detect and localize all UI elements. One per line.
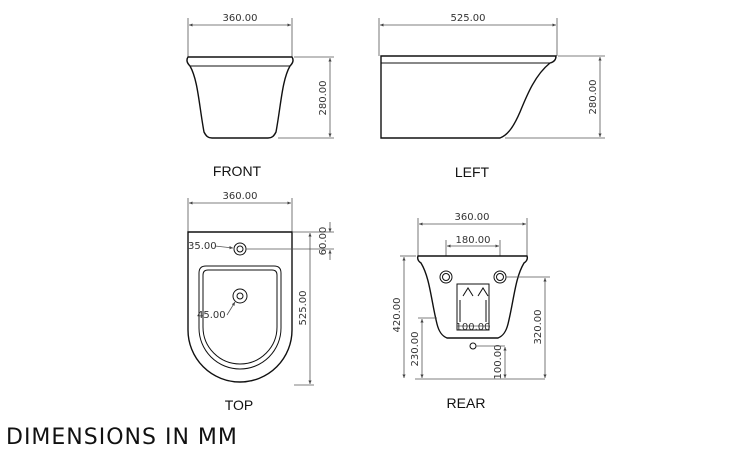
tap-hole-dimension: 35.00 [188, 241, 217, 252]
drain-hole [232, 288, 248, 304]
top-bowl-outline [198, 265, 282, 370]
units-note: DIMENSIONS IN MM [6, 425, 238, 450]
left-bidet-outline [380, 55, 557, 139]
waste-outlet [456, 283, 490, 331]
rear-bidet-outline [416, 255, 529, 339]
left-height-dimension: 280.00 [588, 80, 599, 115]
left-view-label: LEFT [455, 164, 490, 180]
top-width-dimension: 360.00 [223, 191, 258, 202]
left-view: 525.00 280.00 LEFT [378, 13, 605, 180]
front-view: 360.00 280.00 FRONT [186, 13, 334, 179]
drain-hole-dimension: 45.00 [197, 310, 226, 321]
rear-view-label: REAR [447, 395, 486, 411]
waste-width-dimension: 100.00 [456, 322, 491, 333]
bolt-spacing-dimension: 180.00 [456, 235, 491, 246]
top-view: 360.00 35.00 45.00 60.00 525.00 TOP [187, 191, 334, 413]
top-length-dimension: 525.00 [298, 291, 309, 326]
water-inlet [469, 342, 477, 350]
front-view-label: FRONT [213, 163, 262, 179]
rear-width-dimension: 360.00 [455, 212, 490, 223]
front-width-dimension: 360.00 [223, 13, 258, 24]
hole-offset-dimension: 60.00 [318, 227, 329, 256]
left-width-dimension: 525.00 [451, 13, 486, 24]
front-bidet-outline [186, 56, 294, 139]
rear-total-height-dimension: 420.00 [392, 298, 403, 333]
rear-view: 360.00 180.00 100.00 420.00 230.00 [392, 212, 550, 411]
pipe-height-dimension: 100.00 [493, 345, 504, 380]
bolt-height-dimension: 320.00 [533, 310, 544, 345]
top-view-label: TOP [225, 397, 254, 413]
rear-lower-dimension: 230.00 [410, 332, 421, 367]
front-height-dimension: 280.00 [318, 81, 329, 116]
left-bolt-hole [439, 270, 453, 284]
